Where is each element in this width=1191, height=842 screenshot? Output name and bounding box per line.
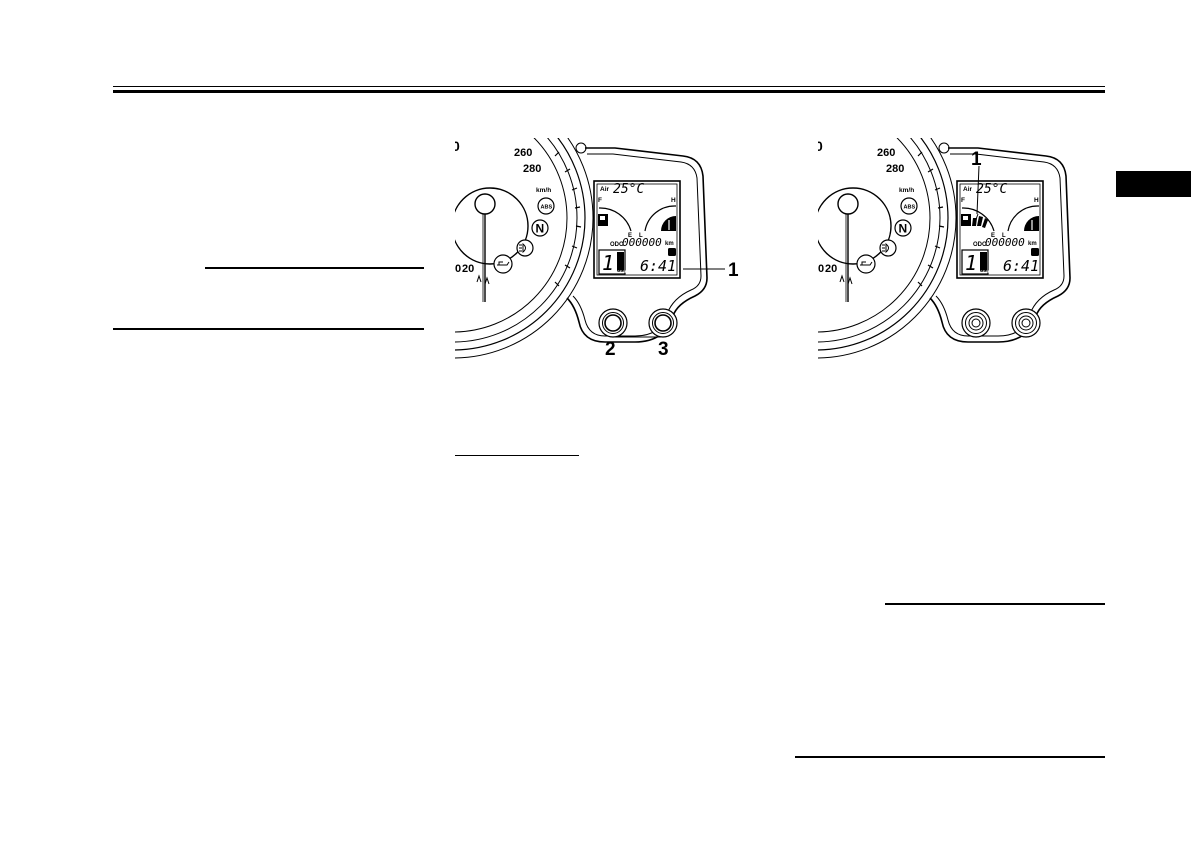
clock-value: 6:41 — [640, 257, 676, 275]
svg-text:E: E — [991, 233, 995, 239]
odometer-value: 000000 — [985, 236, 1025, 249]
coolant-temperature-icon — [1024, 216, 1039, 231]
header-rule-thin — [113, 86, 1105, 87]
multi-function-display: Air 25°C F H E L ODO 000000 km — [956, 180, 1044, 279]
callout-3: 3 — [658, 339, 669, 360]
multi-function-display: Air 25°C F H E L ODO 000000 km — [593, 180, 681, 279]
speed-20-label: 20 — [825, 263, 837, 275]
speed-260-label: 260 — [877, 147, 895, 159]
svg-text:L: L — [1002, 233, 1006, 239]
svg-text:GEAR: GEAR — [617, 270, 628, 274]
svg-text:1: 1 — [965, 251, 977, 275]
select-button[interactable] — [961, 308, 991, 338]
high-beam-indicator-icon — [516, 239, 534, 257]
air-label: Air — [963, 186, 973, 193]
speed-280-label: 280 — [886, 163, 904, 175]
svg-text:N: N — [536, 222, 545, 236]
svg-text:km: km — [665, 241, 674, 247]
svg-text:GEAR: GEAR — [980, 270, 991, 274]
middle-rule-short — [455, 455, 579, 456]
speed-unit-label: km/h — [536, 187, 551, 194]
speed-unit-label: km/h — [899, 187, 914, 194]
high-beam-indicator-icon — [879, 239, 897, 257]
odometer-value: 000000 — [622, 236, 662, 249]
fuel-gauge-icon — [598, 214, 608, 226]
svg-text:F: F — [598, 197, 602, 204]
svg-text:ABS: ABS — [904, 205, 916, 211]
callout-1: 1 — [971, 149, 982, 170]
svg-text:0: 0 — [455, 263, 461, 275]
oil-pressure-warning-icon — [856, 254, 876, 274]
callout-1: 1 — [728, 260, 739, 281]
svg-text:E: E — [628, 233, 632, 239]
svg-text:1: 1 — [602, 251, 614, 275]
svg-text:ABS: ABS — [541, 205, 553, 211]
abs-warning-icon: ABS — [537, 197, 555, 215]
odo-label: ODO — [973, 242, 987, 248]
speed-260-label: 260 — [514, 147, 532, 159]
svg-text:L: L — [639, 233, 643, 239]
svg-text:H: H — [1034, 197, 1039, 204]
svg-text:N: N — [899, 222, 908, 236]
svg-text:F: F — [961, 197, 965, 204]
fuel-warning-flashing-icon — [961, 213, 988, 228]
neutral-indicator-icon: N — [894, 219, 912, 237]
gear-position-display: 1 GEAR — [961, 249, 991, 275]
figure-meter-warning: 0 260 280 20 0 km/h ABS N Air 25°C F H — [818, 138, 1108, 360]
gear-position-display: 1 GEAR — [598, 249, 628, 275]
reset-button[interactable] — [1011, 308, 1041, 338]
svg-text:km: km — [1028, 241, 1037, 247]
svg-text:H: H — [671, 197, 676, 204]
section-tab-marker — [1116, 171, 1191, 197]
left-rule-long — [113, 328, 424, 330]
figure-meter-buttons: 0 260 280 20 0 km/h ABS N Air — [455, 138, 755, 360]
select-button[interactable] — [598, 308, 628, 338]
air-temperature-value: 25°C — [613, 182, 644, 197]
abs-warning-icon: ABS — [900, 197, 918, 215]
coolant-temperature-icon — [661, 216, 676, 231]
clock-value: 6:41 — [1003, 257, 1039, 275]
oil-pressure-warning-icon — [493, 254, 513, 274]
callout-2: 2 — [605, 339, 616, 360]
speed-20-label: 20 — [462, 263, 474, 275]
svg-text:0: 0 — [818, 263, 824, 275]
right-rule-long — [795, 756, 1105, 758]
reset-button[interactable] — [648, 308, 678, 338]
left-rule-short — [205, 267, 424, 269]
right-rule-short — [885, 603, 1105, 605]
air-label: Air — [600, 186, 610, 193]
neutral-indicator-icon: N — [531, 219, 549, 237]
header-rule-thick — [113, 90, 1105, 93]
svg-text:0: 0 — [818, 138, 823, 154]
odo-label: ODO — [610, 242, 624, 248]
speed-280-label: 280 — [523, 163, 541, 175]
air-temperature-value: 25°C — [976, 182, 1007, 197]
svg-text:0: 0 — [455, 138, 460, 154]
